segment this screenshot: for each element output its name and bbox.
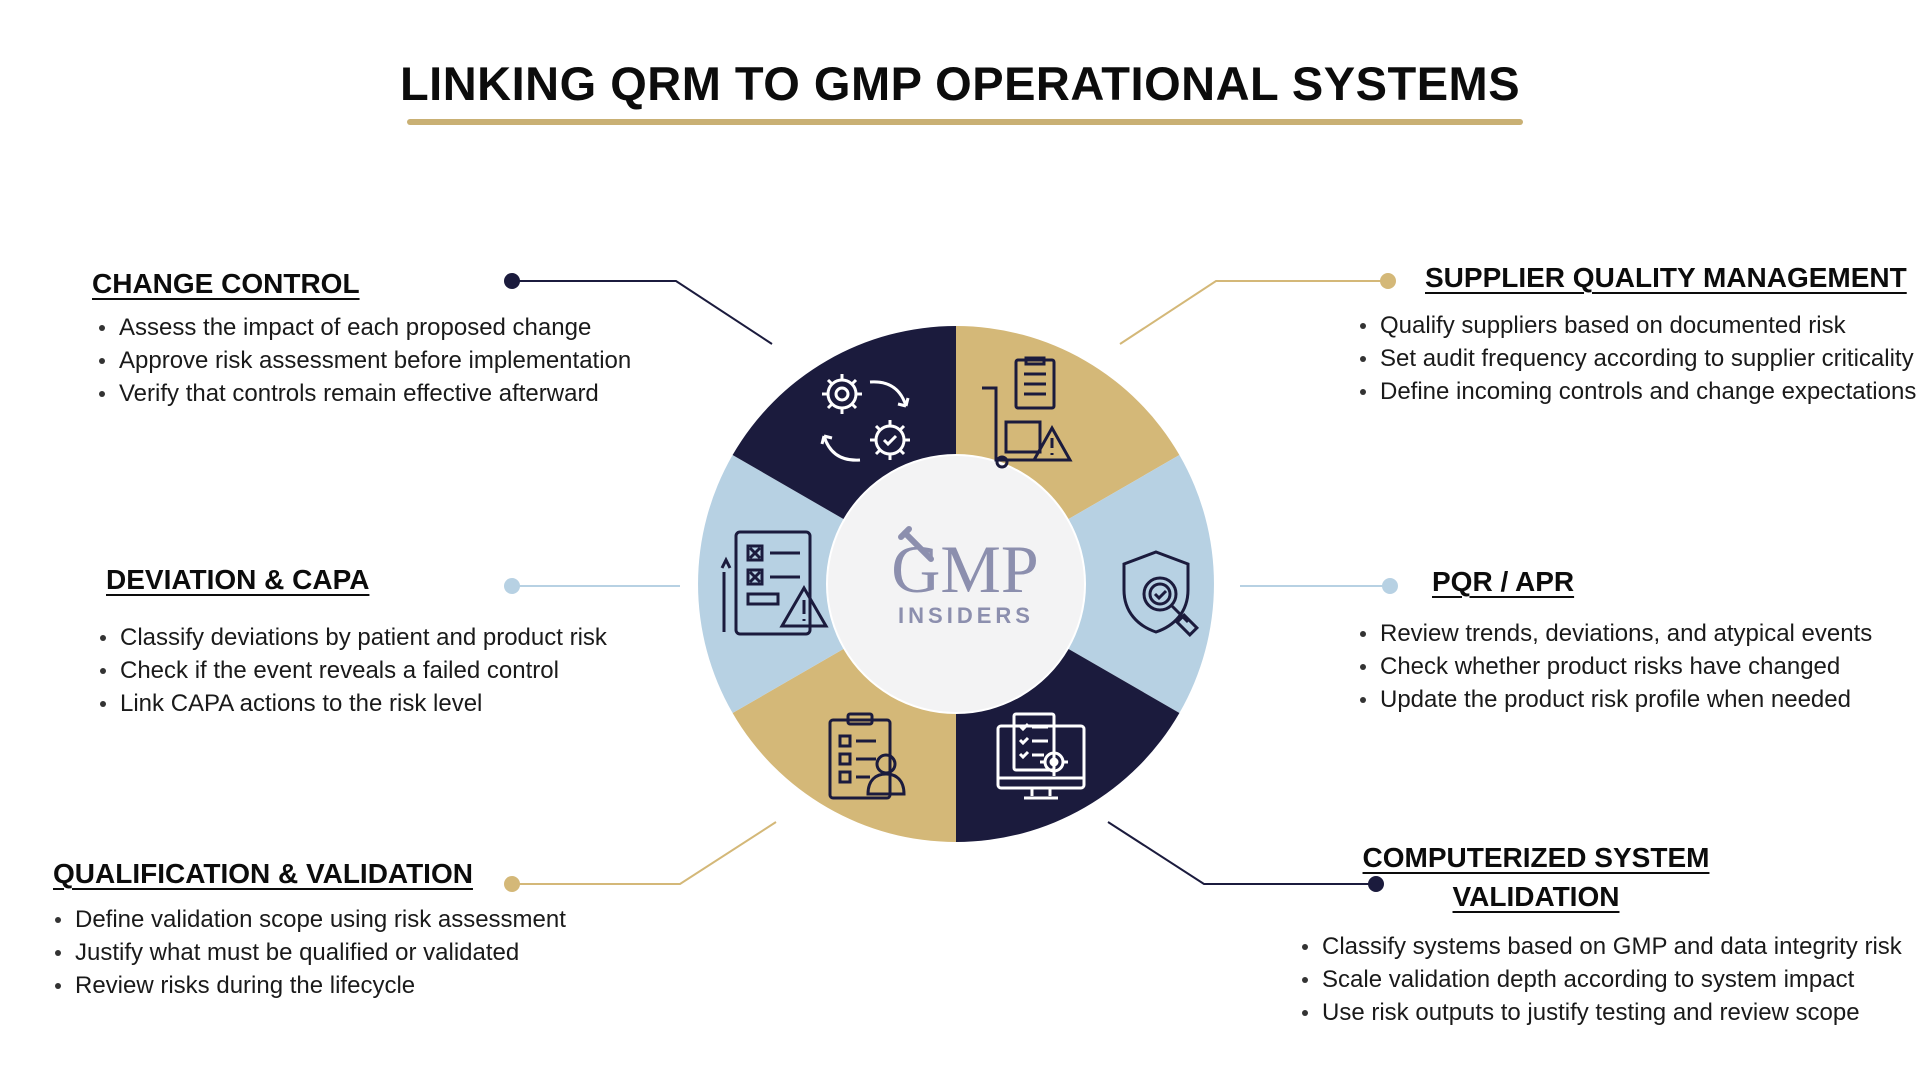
cart-clipboard-warning-icon <box>982 356 1073 469</box>
change-control-list: Assess the impact of each proposed chang… <box>92 311 631 410</box>
csv-list: Classify systems based on GMP and data i… <box>1296 930 1902 1029</box>
csv-heading-line2: VALIDATION <box>1452 881 1620 913</box>
list-item: Justify what must be qualified or valida… <box>55 936 566 969</box>
list-item: Update the product risk profile when nee… <box>1359 683 1872 716</box>
section-csv: COMPUTERIZED SYSTEM VALIDATION Classify … <box>1296 838 1902 1029</box>
segment-deviation <box>698 455 844 713</box>
segment-supplier <box>956 326 1180 519</box>
list-item: Define validation scope using risk asses… <box>55 903 566 936</box>
list-item: Check if the event reveals a failed cont… <box>100 654 607 687</box>
segment-change-control <box>732 326 956 519</box>
list-item: Scale validation depth according to syst… <box>1302 963 1902 996</box>
section-deviation: DEVIATION & CAPA Classify deviations by … <box>100 560 607 720</box>
section-supplier: SUPPLIER QUALITY MANAGEMENT Qualify supp… <box>1346 258 1916 408</box>
supplier-list: Qualify suppliers based on documented ri… <box>1346 309 1916 408</box>
list-item: Approve risk assessment before implement… <box>98 344 631 377</box>
logo-text-bottom: INSIDERS <box>898 603 1034 628</box>
supplier-heading: SUPPLIER QUALITY MANAGEMENT <box>1425 262 1907 293</box>
connector-change-control <box>504 273 773 345</box>
list-item: Link CAPA actions to the risk level <box>100 687 607 720</box>
shield-search-icon <box>1122 550 1200 638</box>
connector-deviation <box>504 578 680 594</box>
list-item: Define incoming controls and change expe… <box>1359 375 1916 408</box>
segment-csv <box>956 649 1180 842</box>
list-item: Classify deviations by patient and produ… <box>100 621 607 654</box>
connector-pqr <box>1240 578 1398 594</box>
list-item: Classify systems based on GMP and data i… <box>1302 930 1902 963</box>
deviation-heading: DEVIATION & CAPA <box>106 564 370 595</box>
list-item: Verify that controls remain effective af… <box>98 377 631 410</box>
list-item: Assess the impact of each proposed chang… <box>98 311 631 344</box>
gmp-insiders-logo: GMP INSIDERS <box>891 526 1039 628</box>
connector-supplier <box>1119 273 1396 345</box>
pqr-list: Review trends, deviations, and atypical … <box>1346 617 1872 716</box>
list-item: Qualify suppliers based on documented ri… <box>1359 309 1916 342</box>
microscope-icon <box>898 526 934 562</box>
segment-pqr <box>1068 455 1214 713</box>
qualification-heading: QUALIFICATION & VALIDATION <box>53 858 473 889</box>
monitor-checklist-gear-icon <box>996 712 1086 800</box>
connector-csv <box>1107 821 1384 892</box>
gears-cycle-icon <box>820 374 910 462</box>
list-item: Set audit frequency according to supplie… <box>1359 342 1916 375</box>
page-title: LINKING QRM TO GMP OPERATIONAL SYSTEMS <box>399 57 1521 110</box>
checklist-warning-icon <box>720 530 829 636</box>
change-control-heading: CHANGE CONTROL <box>92 268 360 299</box>
section-qualification: QUALIFICATION & VALIDATION Define valida… <box>53 854 566 1002</box>
section-change-control: CHANGE CONTROL Assess the impact of each… <box>92 264 631 410</box>
pqr-heading: PQR / APR <box>1432 566 1575 597</box>
clipboard-person-icon <box>828 712 906 800</box>
title-underline <box>407 119 1523 125</box>
list-item: Use risk outputs to justify testing and … <box>1302 996 1902 1029</box>
qualification-list: Define validation scope using risk asses… <box>53 903 566 1002</box>
deviation-list: Classify deviations by patient and produ… <box>100 621 607 720</box>
connector-qualification <box>504 821 777 892</box>
csv-heading-line1: COMPUTERIZED SYSTEM <box>1362 842 1710 873</box>
section-pqr: PQR / APR Review trends, deviations, and… <box>1346 562 1872 716</box>
logo-text-top: GMP <box>891 531 1038 607</box>
list-item: Review risks during the lifecycle <box>55 969 566 1002</box>
list-item: Review trends, deviations, and atypical … <box>1359 617 1872 650</box>
center-disc <box>828 456 1084 712</box>
list-item: Check whether product risks have changed <box>1359 650 1872 683</box>
